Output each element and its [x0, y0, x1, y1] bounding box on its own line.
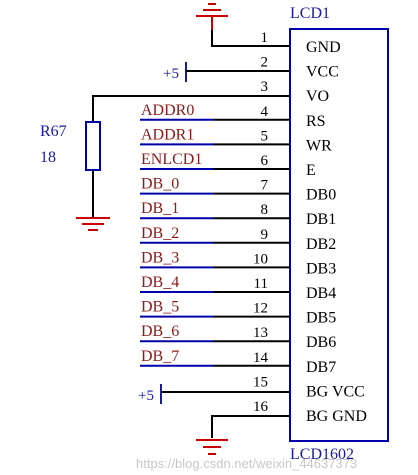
pin-name-16: BG GND	[306, 408, 367, 425]
pin-number-7: 7	[261, 178, 269, 194]
pin-name-9: DB2	[306, 236, 336, 253]
pin-name-11: DB4	[306, 285, 336, 302]
power-label-vcc-top: +5	[163, 66, 179, 82]
net-label-ADDR0: ADDR0	[141, 102, 194, 119]
pin-name-3: VO	[306, 88, 329, 105]
net-label-DB_0: DB_0	[141, 176, 179, 193]
pin-number-4: 4	[261, 104, 269, 120]
net-label-DB_2: DB_2	[141, 225, 179, 242]
pin-number-8: 8	[261, 202, 269, 218]
pin-name-4: RS	[306, 113, 326, 130]
ground-symbol-top	[196, 3, 228, 30]
net-label-DB_1: DB_1	[141, 200, 179, 217]
pin-number-13: 13	[253, 325, 268, 341]
component-value: LCD1602	[290, 446, 354, 463]
pin-number-9: 9	[261, 227, 269, 243]
pin-name-7: DB0	[306, 187, 336, 204]
net-label-ADDR1: ADDR1	[141, 126, 194, 143]
pin-number-1: 1	[261, 30, 269, 46]
pin-number-12: 12	[253, 301, 268, 317]
pin-number-16: 16	[253, 399, 269, 415]
pin-number-5: 5	[261, 128, 269, 144]
bggnd-wire	[211, 415, 290, 438]
pin-name-13: DB6	[306, 334, 336, 351]
net-label-DB_5: DB_5	[141, 299, 179, 316]
pin-name-6: E	[306, 162, 316, 179]
pin-number-10: 10	[253, 251, 268, 267]
resistor-value: 18	[40, 149, 56, 166]
ground-symbol-bottom	[196, 439, 228, 455]
pin-name-12: DB5	[306, 310, 336, 327]
gnd-wire-top	[211, 30, 290, 47]
watermark: https://blog.csdn.net/weixin_44637373	[136, 456, 357, 471]
pin-number-3: 3	[261, 79, 269, 95]
component-ref: LCD1	[290, 5, 330, 22]
pin-name-14: DB7	[306, 359, 336, 376]
pin-number-11: 11	[254, 276, 268, 292]
resistor-body	[85, 121, 101, 171]
pin-name-5: WR	[306, 137, 332, 154]
net-label-DB_7: DB_7	[141, 348, 179, 365]
pin-number-2: 2	[261, 55, 269, 71]
pin-name-10: DB3	[306, 260, 336, 277]
pin-number-14: 14	[253, 350, 269, 366]
net-label-DB_3: DB_3	[141, 249, 179, 266]
ground-symbol-resistor	[76, 217, 110, 231]
net-label-DB_4: DB_4	[141, 274, 179, 291]
pin-name-15: BG VCC	[306, 383, 365, 400]
net-labels: ADDR0ADDR1ENLCD1DB_0DB_1DB_2DB_3DB_4DB_5…	[140, 102, 213, 367]
vo-wire	[92, 95, 290, 122]
pin-name-1: GND	[306, 39, 341, 56]
power-label-vcc-bottom: +5	[138, 388, 154, 404]
net-label-ENLCD1: ENLCD1	[141, 151, 202, 168]
pin-number-6: 6	[261, 153, 269, 169]
resistor-ref: R67	[40, 123, 67, 140]
pin-number-15: 15	[253, 374, 268, 390]
lcd-body	[289, 28, 389, 442]
net-label-DB_6: DB_6	[141, 323, 179, 340]
pin-name-8: DB1	[306, 211, 336, 228]
pin-name-2: VCC	[306, 64, 339, 81]
